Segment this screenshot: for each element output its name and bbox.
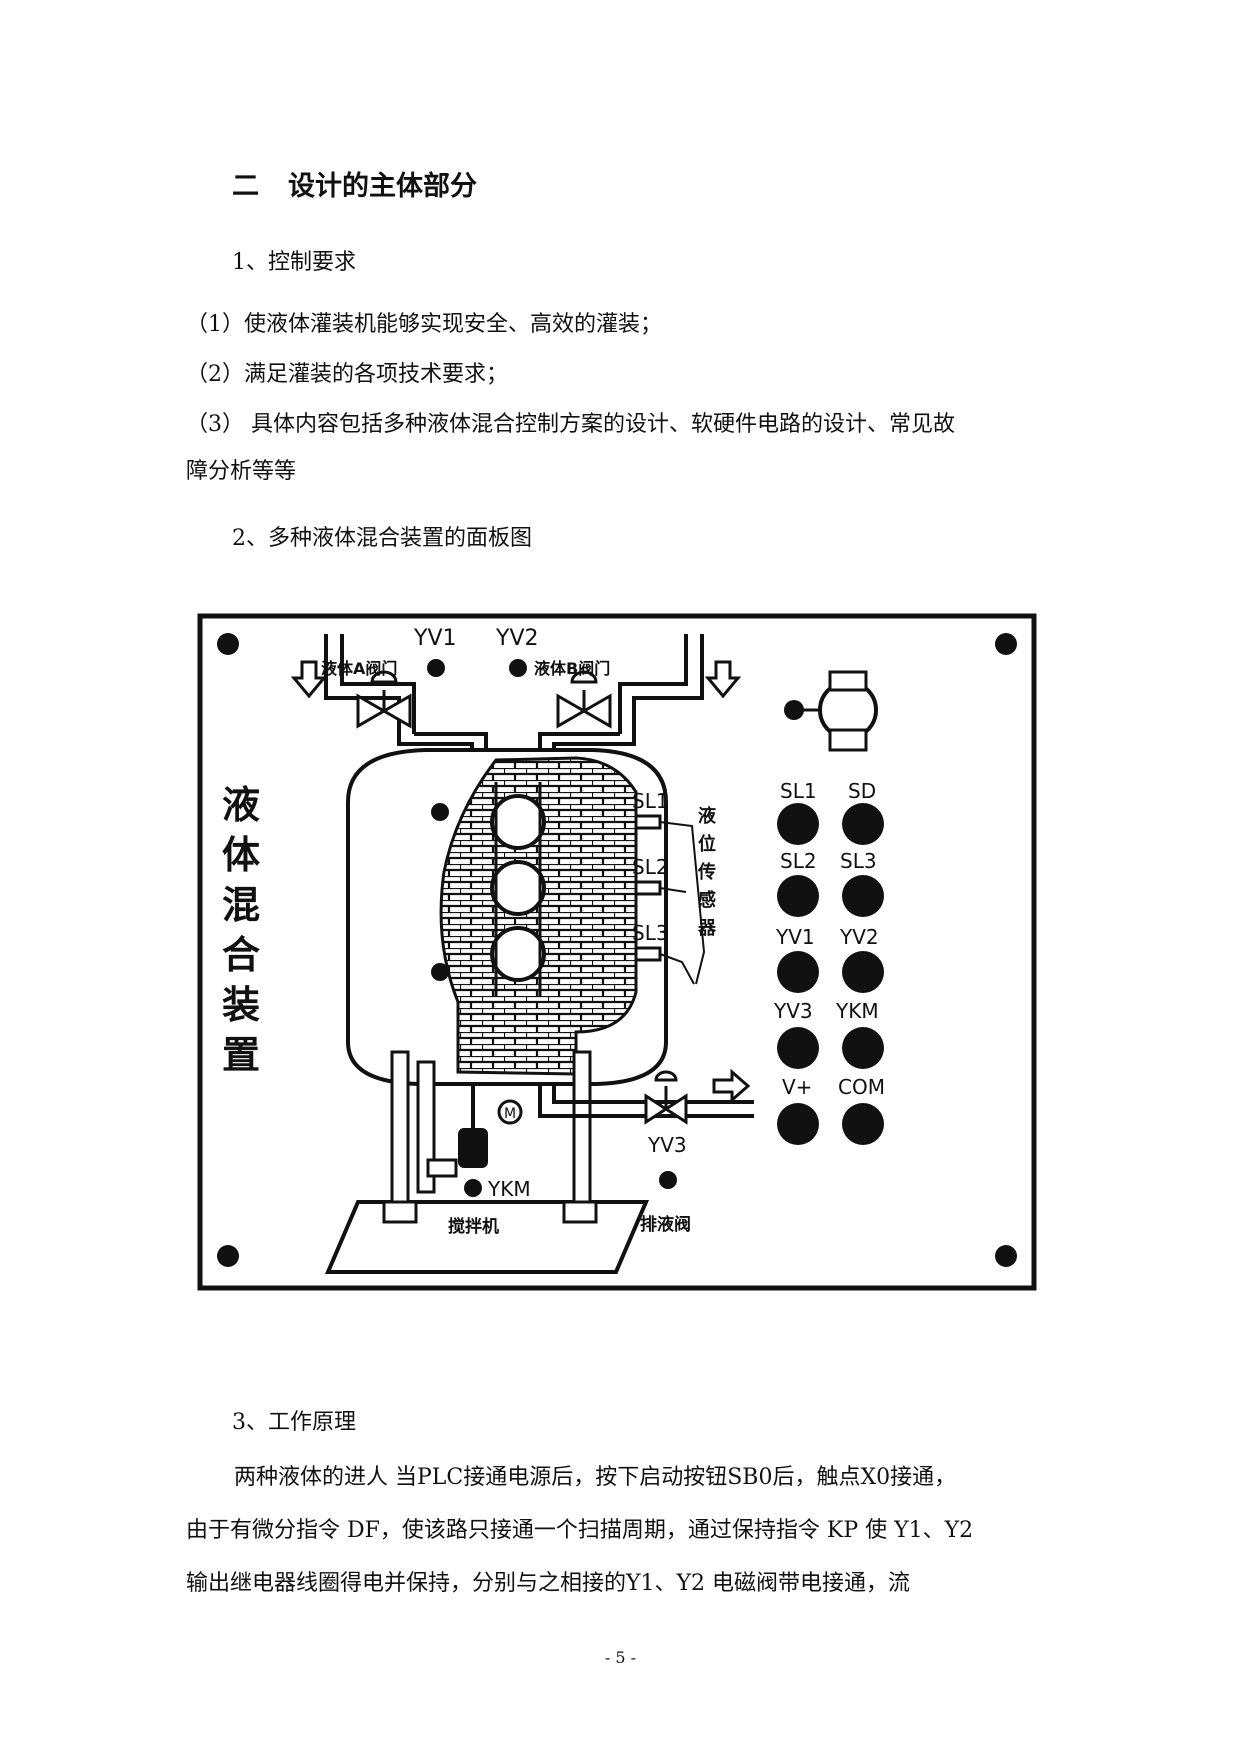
- device-title-vertical: 液 体 混 合 装 置: [222, 783, 260, 1077]
- svg-text:感: 感: [698, 889, 716, 911]
- panel-label-yv1: YV1: [775, 925, 815, 949]
- panel-label-sl1: SL1: [780, 779, 817, 803]
- terminal-button-sd[interactable]: [842, 803, 884, 845]
- pump-icon: [497, 1099, 523, 1125]
- valve-a-label: 液体A阀门: [321, 659, 397, 678]
- valve-yv1-label: YV1: [413, 626, 457, 651]
- indicator-lamp-icon: [431, 963, 449, 981]
- sensor-sl2-label: SL2: [632, 855, 669, 879]
- section-title: 设计的主体部分: [288, 171, 477, 202]
- svg-text:器: 器: [697, 918, 717, 939]
- mixer-label: 搅拌机: [448, 1216, 499, 1237]
- subheading-control-requirements: 1、控制要求: [232, 250, 356, 275]
- indicator-lamp-icon: [659, 1171, 677, 1189]
- terminal-button-com[interactable]: [842, 1103, 884, 1145]
- corner-screw-icon: [995, 1245, 1017, 1267]
- svg-text:位: 位: [698, 833, 716, 855]
- corner-screw-icon: [217, 633, 239, 655]
- drain-valve-label: 排液阀: [640, 1214, 691, 1235]
- arrow-right-icon: [712, 1068, 751, 1104]
- motor-ykm-label: YKM: [487, 1177, 531, 1201]
- panel-label-ykm: YKM: [835, 999, 879, 1023]
- arrow-down-icon: [704, 660, 742, 699]
- svg-text:液: 液: [222, 783, 260, 827]
- float-icon: [490, 926, 546, 982]
- indicator-lamp-icon: [464, 1179, 482, 1197]
- section-heading: 二设计的主体部分: [232, 164, 477, 203]
- svg-text:装: 装: [222, 983, 260, 1027]
- panel-label-sl2: SL2: [780, 849, 817, 873]
- requirement-1: （1）使液体灌装机能够实现安全、高效的灌装；: [186, 312, 662, 337]
- page-number: - 5 -: [604, 1648, 637, 1667]
- principle-line-1: 两种液体的进人 当PLC接通电源后，按下启动按钮SB0后，触点X0接通，: [234, 1465, 957, 1490]
- terminal-button-yv2[interactable]: [842, 951, 884, 993]
- valve-drain-icon: [644, 1070, 688, 1125]
- panel-diagram: YV1 YV2 液体A阀门 液体B阀门 SL1 SL2 SL3 液 位 传 感 …: [196, 612, 1038, 1292]
- valve-b-icon: [556, 670, 612, 729]
- principle-line-2: 由于有微分指令 DF，使该路只接通一个扫描周期，通过保持指令 KP 使 Y1、Y…: [186, 1518, 974, 1543]
- requirement-2: （2）满足灌装的各项技术要求；: [186, 362, 508, 387]
- valve-a-icon: [356, 670, 412, 729]
- terminal-button-vplus[interactable]: [777, 1103, 819, 1145]
- panel-label-vplus: V+: [782, 1075, 812, 1099]
- principle-line-3: 输出继电器线圈得电并保持，分别与之相接的Y1、Y2 电磁阀带电接通，流: [186, 1571, 911, 1596]
- svg-text:体: 体: [222, 833, 260, 877]
- subheading-panel-diagram: 2、多种液体混合装置的面板图: [232, 526, 532, 551]
- svg-text:液: 液: [698, 805, 717, 827]
- level-sensor-label: 液 位 传 感 器: [697, 805, 717, 939]
- valve-yv3-label: YV3: [647, 1133, 687, 1157]
- indicator-lamp-icon: [427, 659, 445, 677]
- panel-label-yv3: YV3: [773, 999, 813, 1023]
- svg-text:置: 置: [222, 1033, 260, 1077]
- section-number: 二: [232, 171, 259, 202]
- panel-label-sd: SD: [848, 779, 876, 803]
- terminal-button-sl1[interactable]: [777, 803, 819, 845]
- arrow-down-icon: [290, 660, 328, 699]
- terminal-button-sl2[interactable]: [777, 875, 819, 917]
- svg-text:传: 传: [697, 861, 716, 883]
- terminal-button-yv1[interactable]: [777, 951, 819, 993]
- terminal-button-yv3[interactable]: [777, 1027, 819, 1069]
- indicator-lamp-icon: [509, 659, 527, 677]
- subheading-working-principle: 3、工作原理: [232, 1410, 356, 1435]
- requirement-3-continued: 障分析等等: [186, 459, 297, 484]
- mixer-motor-icon: [458, 1128, 488, 1168]
- machine-base: [324, 1200, 650, 1274]
- requirement-3: （3） 具体内容包括多种液体混合控制方案的设计、软硬件电路的设计、常见故: [186, 412, 955, 437]
- valve-yv2-label: YV2: [495, 626, 539, 651]
- float-icon: [490, 794, 546, 850]
- motor-symbol-icon: [784, 670, 878, 752]
- float-icon: [490, 860, 546, 916]
- panel-label-sl3: SL3: [840, 849, 877, 873]
- panel-label-com: COM: [838, 1075, 885, 1099]
- indicator-lamp-icon: [431, 803, 449, 821]
- terminal-button-ykm[interactable]: [842, 1027, 884, 1069]
- valve-b-label: 液体B阀门: [534, 659, 610, 678]
- terminal-button-sl3[interactable]: [842, 875, 884, 917]
- svg-text:合: 合: [222, 933, 260, 977]
- corner-screw-icon: [217, 1245, 239, 1267]
- panel-label-yv2: YV2: [839, 925, 879, 949]
- sensor-sl1-label: SL1: [632, 789, 669, 813]
- sensor-sl3-label: SL3: [632, 921, 669, 945]
- svg-text:混: 混: [222, 883, 260, 927]
- corner-screw-icon: [995, 633, 1017, 655]
- svg-text:M: M: [504, 1106, 516, 1122]
